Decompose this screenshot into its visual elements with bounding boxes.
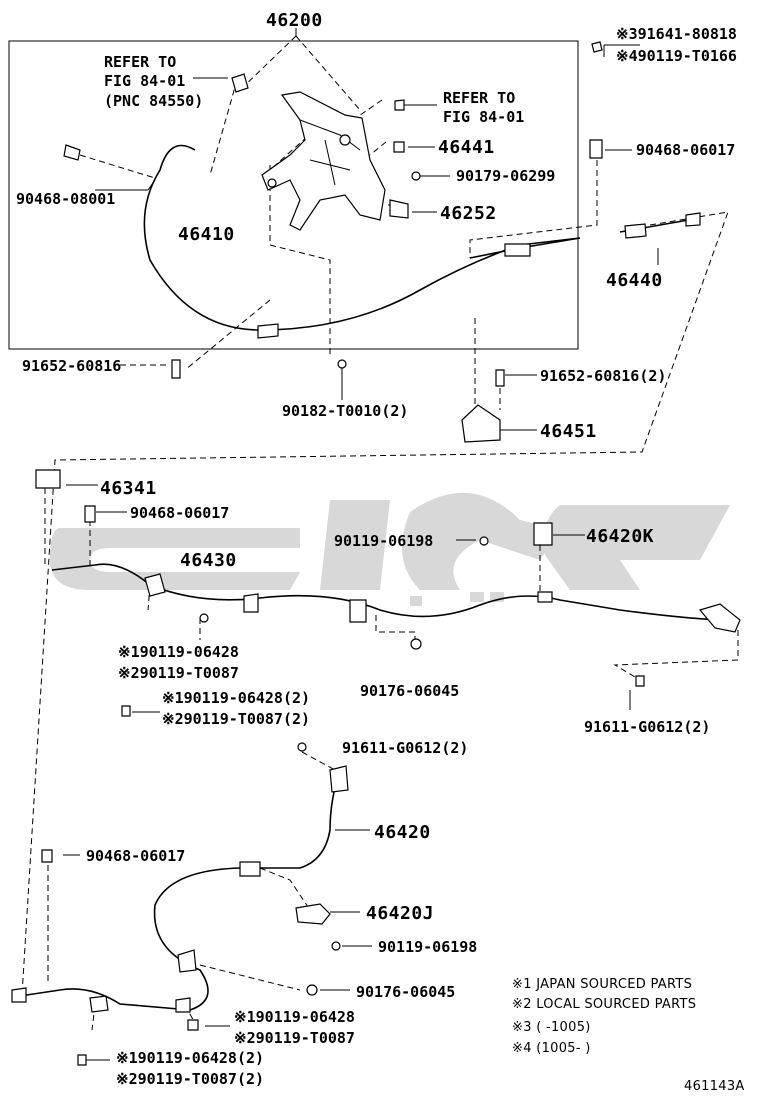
label-90119-t0166: ※490119-T0166	[616, 47, 737, 65]
label-46341: 46341	[100, 478, 157, 499]
label-91652-60816-a: 91652-60816	[22, 357, 121, 375]
legend-note-1: ※1 JAPAN SOURCED PARTS	[512, 977, 692, 992]
label-91641: ※391641-80818	[616, 25, 737, 43]
cable-parts-middle	[35, 469, 741, 752]
label-46420J: 46420J	[366, 903, 434, 924]
cable-parts-lower	[11, 765, 349, 1066]
label-91611-g0612-a: 91611-G0612(2)	[584, 718, 710, 736]
label-90182-t0010: 90182-T0010(2)	[282, 402, 408, 420]
watermark-logo	[50, 492, 730, 606]
label-46451: 46451	[540, 421, 597, 442]
label-46252: 46252	[440, 203, 497, 224]
label-46420: 46420	[374, 822, 431, 843]
figure-id: 461143A	[684, 1079, 745, 1094]
label-91611-g0612-b: 91611-G0612(2)	[342, 739, 468, 757]
label-90179-06299: 90179-06299	[456, 167, 555, 185]
label-90468-06017-c: 90468-06017	[86, 847, 185, 865]
label-n1-90119-06428-b: ※190119-06428(2)	[162, 689, 310, 707]
label-46410: 46410	[178, 224, 235, 245]
label-refer1-line2: FIG 84-01	[104, 72, 185, 90]
label-90468-06017-b: 90468-06017	[130, 504, 229, 522]
label-46430: 46430	[180, 550, 237, 571]
parking-brake-lever-assembly-box	[8, 40, 579, 350]
label-90176-06045-a: 90176-06045	[360, 682, 459, 700]
label-46420K: 46420K	[586, 526, 654, 547]
label-n1-90119-06428-d: ※190119-06428(2)	[116, 1049, 264, 1067]
label-91652-60816-b: 91652-60816(2)	[540, 367, 666, 385]
label-n1-90119-06428-c: ※190119-06428	[234, 1008, 355, 1026]
legend-note-4: ※4 (1005- )	[512, 1041, 591, 1056]
label-n2-90119-t0087-c: ※290119-T0087	[234, 1029, 355, 1047]
label-46440: 46440	[606, 270, 663, 291]
label-n1-90119-06428-a: ※190119-06428	[118, 643, 239, 661]
label-refer1-line1: REFER TO	[104, 53, 176, 71]
label-90468-08001: 90468-08001	[16, 190, 115, 208]
legend-note-2: ※2 LOCAL SOURCED PARTS	[512, 997, 696, 1012]
label-90176-06045-b: 90176-06045	[356, 983, 455, 1001]
bolt-icon	[63, 41, 701, 443]
label-90119-06198-b: 90119-06198	[378, 938, 477, 956]
label-refer1-line3: (PNC 84550)	[104, 92, 203, 110]
label-n2-90119-t0087-d: ※290119-T0087(2)	[116, 1070, 264, 1088]
legend-note-3: ※3 ( -1005)	[512, 1020, 591, 1035]
parking-brake-lever	[261, 91, 386, 231]
label-n2-90119-t0087-a: ※290119-T0087	[118, 664, 239, 682]
label-46200: 46200	[266, 10, 323, 31]
label-46441: 46441	[438, 137, 495, 158]
label-90468-06017-a: 90468-06017	[636, 141, 735, 159]
label-90119-06198-a: 90119-06198	[334, 532, 433, 550]
label-refer2-line2: FIG 84-01	[443, 108, 524, 126]
label-refer2-line1: REFER TO	[443, 89, 515, 107]
label-n2-90119-t0087-b: ※290119-T0087(2)	[162, 710, 310, 728]
